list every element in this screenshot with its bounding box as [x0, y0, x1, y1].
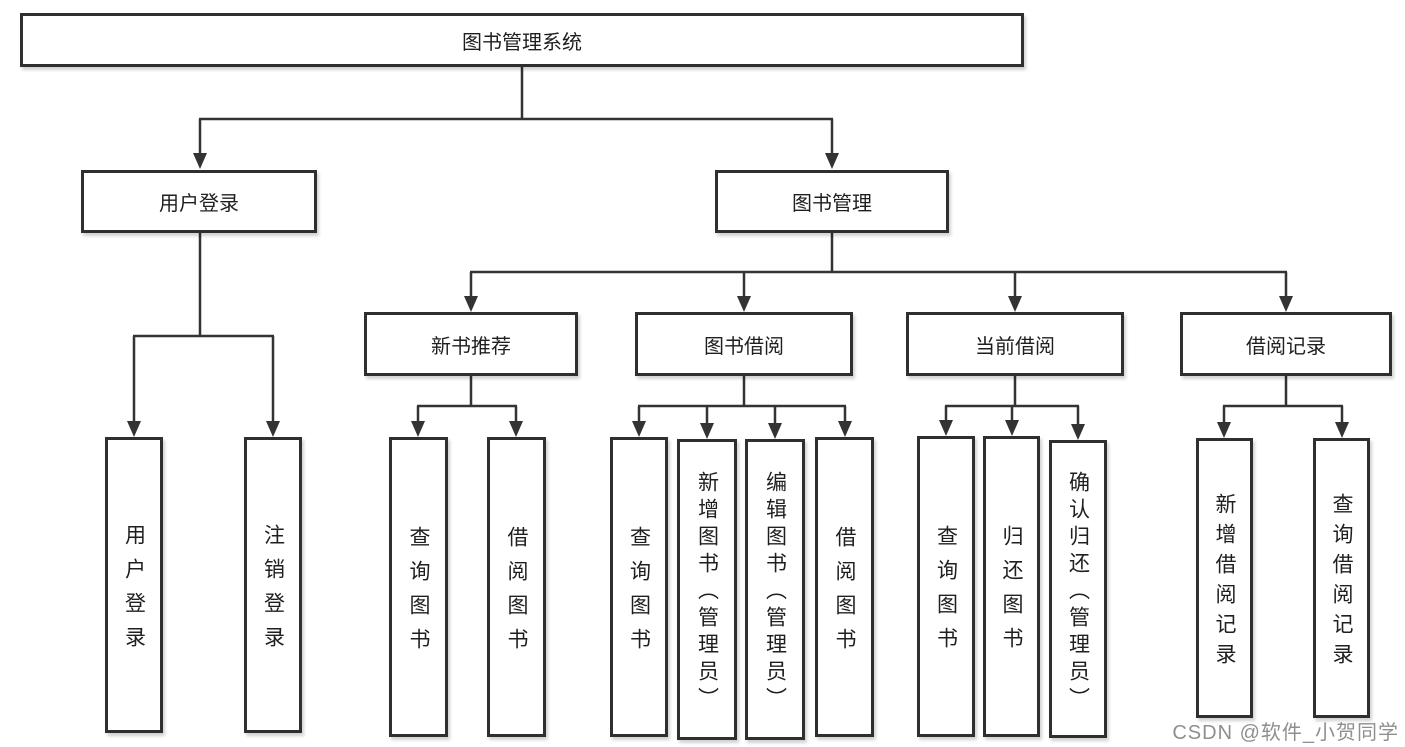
connector-userlogin-to-leaves	[132, 233, 275, 421]
node-new-book-recommend: 新书推荐	[364, 312, 578, 376]
node-book-borrow: 图书借阅	[635, 312, 853, 376]
leaf-cb-query-books: 查询图书	[917, 436, 975, 737]
leaf-label: 查询图书	[407, 525, 430, 662]
connector-bookmgmt-to-level3	[469, 233, 1288, 296]
node-user-login: 用户登录	[81, 170, 317, 233]
connector-newbookrec-to-leaves	[416, 376, 518, 421]
leaf-label: 确认归还（管理员）	[1066, 470, 1090, 714]
arrow-down-icon	[1217, 422, 1231, 438]
arrow-down-icon	[768, 423, 782, 439]
leaf-br-query-record: 查询借阅记录	[1313, 438, 1370, 718]
leaf-label: 用户登录	[122, 523, 146, 660]
leaf-nbr-query-books: 查询图书	[389, 437, 448, 737]
leaf-bb-edit-books-admin: 编辑图书（管理员）	[745, 439, 805, 740]
leaf-label: 查询借阅记录	[1330, 492, 1353, 673]
leaf-bb-query-books: 查询图书	[610, 437, 668, 737]
leaf-label: 注销登录	[261, 523, 285, 660]
leaf-label: 查询图书	[627, 525, 651, 662]
leaf-label: 新增图书（管理员）	[695, 471, 719, 714]
arrow-down-icon	[1071, 424, 1085, 440]
arrow-down-icon	[700, 423, 714, 439]
arrow-down-icon	[1279, 296, 1293, 312]
leaf-cb-confirm-return-admin: 确认归还（管理员）	[1049, 440, 1107, 738]
leaf-cb-return-books: 归还图书	[983, 436, 1040, 737]
leaf-bb-borrow-books: 借阅图书	[815, 437, 874, 737]
arrowheads	[127, 153, 1349, 440]
connector-bookborrow-to-leaves	[637, 376, 847, 423]
node-borrow-records: 借阅记录	[1180, 312, 1392, 376]
arrow-down-icon	[411, 421, 425, 437]
arrow-down-icon	[825, 153, 839, 169]
leaf-label: 借阅图书	[833, 525, 856, 662]
leaf-label: 查询图书	[934, 525, 958, 661]
arrow-down-icon	[1005, 420, 1019, 436]
leaf-bb-add-books-admin: 新增图书（管理员）	[677, 439, 737, 740]
leaf-logout-login: 注销登录	[244, 437, 302, 733]
node-library-system: 图书管理系统	[20, 13, 1024, 67]
leaf-nbr-borrow-books: 借阅图书	[487, 437, 546, 737]
connector-root-to-level2	[198, 67, 834, 153]
arrow-down-icon	[737, 296, 751, 312]
arrow-down-icon	[838, 421, 852, 437]
arrow-down-icon	[464, 296, 478, 312]
arrow-down-icon	[939, 420, 953, 436]
node-book-management: 图书管理	[715, 170, 949, 233]
arrow-down-icon	[193, 153, 207, 169]
arrow-down-icon	[266, 421, 280, 437]
leaf-label: 借阅图书	[505, 525, 528, 662]
leaf-label: 归还图书	[1000, 525, 1023, 661]
leaf-label: 新增借阅记录	[1213, 492, 1236, 673]
connector-currentborrow-to-leaves	[944, 376, 1080, 424]
arrow-down-icon	[509, 421, 523, 437]
arrow-down-icon	[632, 421, 646, 437]
node-current-borrow: 当前借阅	[906, 312, 1124, 376]
arrow-down-icon	[127, 421, 141, 437]
leaf-label: 编辑图书（管理员）	[763, 471, 787, 714]
arrow-down-icon	[1335, 422, 1349, 438]
watermark: CSDN @软件_小贺同学	[1172, 722, 1399, 744]
leaf-br-add-record: 新增借阅记录	[1196, 438, 1253, 718]
connector-borrowrecords-to-leaves	[1222, 376, 1344, 422]
arrow-down-icon	[1008, 296, 1022, 312]
leaf-user-login: 用户登录	[105, 437, 163, 733]
